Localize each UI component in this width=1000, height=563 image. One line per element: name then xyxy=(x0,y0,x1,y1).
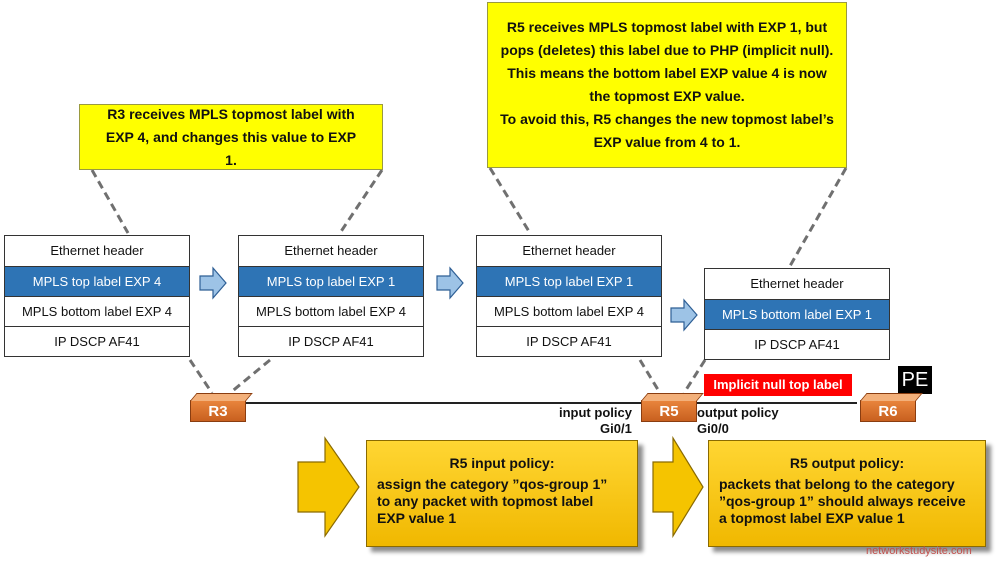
r3-callout-text: R3 receives MPLS topmost label with EXP … xyxy=(105,105,357,168)
ip-dscp: IP DSCP AF41 xyxy=(5,326,189,356)
gold-arrow-icon xyxy=(297,436,360,538)
pe-badge: PE xyxy=(898,366,932,394)
input-policy-body: assign the category ”qos-group 1” to any… xyxy=(377,476,608,526)
r5-callout-line: This means the bottom label EXP value 4 … xyxy=(507,65,827,81)
arrow-right-icon xyxy=(199,266,227,300)
ethernet-header: Ethernet header xyxy=(750,276,844,291)
router-r5[interactable]: R5 xyxy=(641,400,697,422)
ethernet-header: Ethernet header xyxy=(50,243,144,258)
r5-callout-line: pops (deletes) this label due to PHP (im… xyxy=(500,42,834,58)
r3-callout: R3 receives MPLS topmost label with EXP … xyxy=(79,104,383,170)
interface-gi0-0: Gi0/0 xyxy=(697,421,729,436)
mpls-bottom-label: MPLS bottom label EXP 1 xyxy=(705,299,889,329)
output-policy-body: packets that belong to the category ”qos… xyxy=(719,476,966,526)
r5-callout-line: To avoid this, R5 changes the new topmos… xyxy=(500,111,834,127)
ip-dscp: IP DSCP AF41 xyxy=(705,329,889,359)
packet-stack-2: Ethernet header MPLS top label EXP 1 MPL… xyxy=(238,235,424,357)
output-policy-label: output policy xyxy=(697,405,779,420)
gold-arrow-icon xyxy=(652,435,704,539)
arrow-right-icon xyxy=(436,266,464,300)
implicit-null-label: Implicit null top label xyxy=(704,374,852,396)
mpls-top-label: MPLS top label EXP 1 xyxy=(477,266,661,296)
r5-callout-line: the topmost EXP value. xyxy=(589,88,745,104)
packet-stack-1: Ethernet header MPLS top label EXP 4 MPL… xyxy=(4,235,190,357)
r5-input-policy-box: R5 input policy: assign the category ”qo… xyxy=(366,440,638,547)
mpls-top-label: MPLS top label EXP 1 xyxy=(239,266,423,296)
input-policy-label: input policy xyxy=(559,405,632,420)
router-r3[interactable]: R3 xyxy=(190,400,246,422)
watermark: networkstudysite.com xyxy=(866,545,972,557)
mpls-bottom-label: MPLS bottom label EXP 4 xyxy=(477,296,661,326)
ethernet-header: Ethernet header xyxy=(284,243,378,258)
ethernet-header: Ethernet header xyxy=(522,243,616,258)
ip-dscp: IP DSCP AF41 xyxy=(477,326,661,356)
mpls-bottom-label: MPLS bottom label EXP 4 xyxy=(239,296,423,326)
input-policy-title: R5 input policy: xyxy=(449,455,555,471)
router-r6[interactable]: R6 xyxy=(860,400,916,422)
output-policy-title: R5 output policy: xyxy=(789,455,905,471)
packet-stack-3: Ethernet header MPLS top label EXP 1 MPL… xyxy=(476,235,662,357)
r5-callout: R5 receives MPLS topmost label with EXP … xyxy=(487,2,847,168)
arrow-right-icon xyxy=(670,298,698,332)
r5-callout-line: EXP value from 4 to 1. xyxy=(593,134,741,150)
r5-callout-line: R5 receives MPLS topmost label with EXP … xyxy=(506,19,828,35)
interface-gi0-1: Gi0/1 xyxy=(600,421,632,436)
r5-output-policy-box: R5 output policy: packets that belong to… xyxy=(708,440,986,547)
mpls-bottom-label: MPLS bottom label EXP 4 xyxy=(5,296,189,326)
packet-stack-4: Ethernet header MPLS bottom label EXP 1 … xyxy=(704,268,890,360)
ip-dscp: IP DSCP AF41 xyxy=(239,326,423,356)
mpls-top-label: MPLS top label EXP 4 xyxy=(5,266,189,296)
